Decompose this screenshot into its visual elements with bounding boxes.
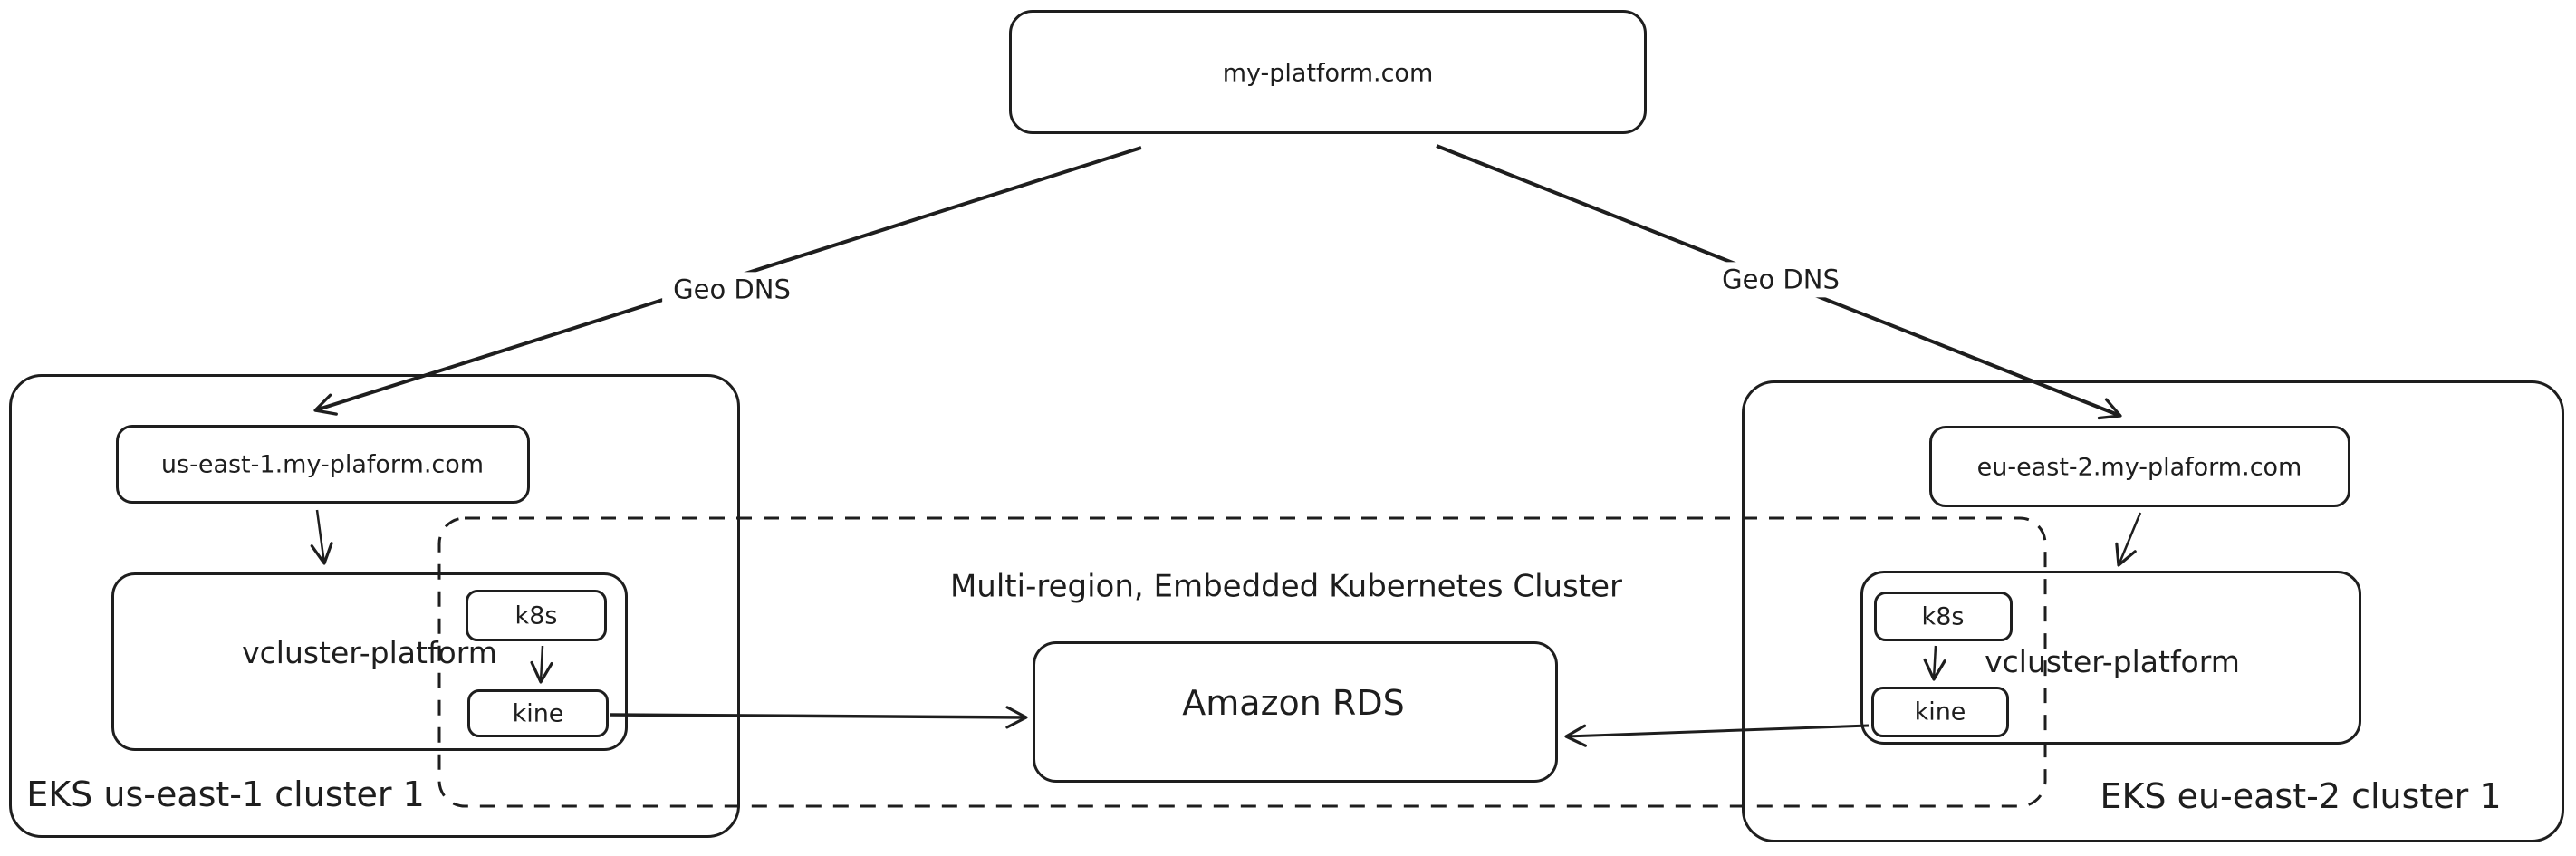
us-east-1-endpoint-label: us-east-1.my-plaform.com (160, 450, 485, 479)
right-vcluster-platform-label: vcluster-platform (1985, 644, 2240, 680)
geo-dns-left-label: Geo DNS (662, 272, 802, 308)
root-domain-box (1009, 10, 1647, 134)
geo-dns-right-label: Geo DNS (1711, 262, 1850, 298)
amazon-rds-label: Amazon RDS (1182, 683, 1405, 724)
us-east-1-endpoint-box (116, 425, 530, 504)
eu-east-2-endpoint-label: eu-east-2.my-plaform.com (1976, 453, 2302, 482)
left-eks-cluster-label: EKS us-east-1 cluster 1 (26, 774, 425, 815)
multi-region-title: Multi-region, Embedded Kubernetes Cluste… (949, 568, 1623, 605)
right-kine-label: kine (1914, 697, 1966, 726)
right-k8s-label: k8s (1921, 602, 1965, 631)
root-domain-label: my-platform.com (1222, 59, 1434, 88)
left-kine-label: kine (512, 699, 564, 728)
left-k8s-label: k8s (514, 601, 558, 630)
eu-east-2-endpoint-box (1929, 426, 2350, 507)
right-eks-cluster-label: EKS eu-east-2 cluster 1 (2100, 776, 2502, 817)
left-vcluster-platform-label: vcluster-platform (242, 635, 497, 671)
